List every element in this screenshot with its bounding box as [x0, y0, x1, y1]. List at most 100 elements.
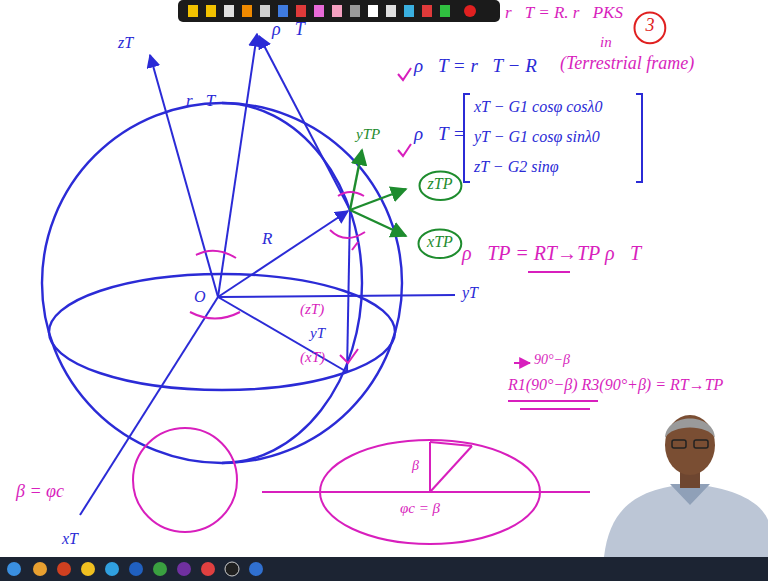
- taskbar-part: [0, 557, 768, 581]
- toolbar-part: [178, 0, 500, 22]
- toolbar-part: [296, 5, 306, 17]
- toolbar-part: [368, 5, 378, 17]
- axis-label: yTP: [356, 126, 380, 143]
- toolbar-part: [350, 5, 360, 17]
- origin-label: O: [194, 288, 206, 306]
- angle-marks-part: [352, 242, 358, 250]
- angle-marks: [190, 68, 411, 363]
- axes-part: [218, 211, 348, 297]
- taskbar-part: [57, 562, 71, 576]
- toolbar-part: [404, 5, 414, 17]
- local-axes-part: [350, 210, 406, 236]
- angle-marks-part: [330, 230, 365, 238]
- sphere: [42, 103, 402, 463]
- presenter-photo-part: [665, 419, 715, 439]
- toolbar-part: [386, 5, 396, 17]
- axes-part: [218, 297, 347, 372]
- sphere-part: [222, 103, 362, 463]
- taskbar-part: [7, 562, 21, 576]
- toolbar-part: [188, 5, 198, 17]
- axis-label: yT: [462, 284, 478, 302]
- angle-marks-part: [398, 68, 411, 80]
- taskbar-part: [33, 562, 47, 576]
- toolbar-part: [224, 5, 234, 17]
- taskbar-part: [225, 562, 239, 576]
- local-axes-part: [350, 150, 362, 210]
- circle-outline: [419, 230, 462, 259]
- vector-label: ρ⃗T: [272, 20, 305, 40]
- equation: ρ⃗TP = RT→TP ρ⃗T: [462, 242, 641, 264]
- matrix-row: yT − G1 cosφ sinλ0: [474, 128, 600, 146]
- annotation-strokes-part: [430, 442, 472, 446]
- note: (Terrestrial frame): [560, 54, 694, 74]
- angle-marks-part: [196, 251, 236, 258]
- matrix-row: zT − G2 sinφ: [474, 158, 559, 176]
- axes-part: [80, 297, 218, 515]
- toolbar-part: [332, 5, 342, 17]
- annotation-strokes-part: [520, 408, 590, 410]
- equation: ρ⃗T =: [414, 124, 466, 145]
- annotation-strokes-part: [133, 428, 237, 532]
- angle-marks-part: [398, 144, 411, 156]
- taskbar-part: [129, 562, 143, 576]
- axis-label: (zT): [300, 301, 324, 318]
- presenter-photo-part: [694, 440, 708, 448]
- presenter-photo-part: [665, 415, 715, 475]
- annotation-strokes-part: [429, 442, 431, 492]
- toolbar-part: [464, 5, 476, 17]
- taskbar-part: [105, 562, 119, 576]
- toolbar: [178, 0, 500, 22]
- toolbar-part: [206, 5, 216, 17]
- taskbar-part: [177, 562, 191, 576]
- axis-label: (xT): [300, 349, 325, 366]
- taskbar-part: [81, 562, 95, 576]
- matrix-brackets-part: [636, 94, 642, 182]
- toolbar-part: [242, 5, 252, 17]
- axis-label: yT: [310, 325, 325, 342]
- equation: r⃗T = R. r⃗PKS: [505, 4, 623, 23]
- annotation-strokes: [133, 272, 598, 544]
- circled-label: 3: [633, 11, 667, 45]
- axes-part: [218, 34, 257, 297]
- toolbar-part: [278, 5, 288, 17]
- toolbar-part: [440, 5, 450, 17]
- annotation-strokes-part: [528, 271, 570, 273]
- annotation-strokes-part: [508, 400, 598, 402]
- taskbar: [0, 557, 768, 581]
- presenter-photo: [604, 415, 768, 557]
- equation: ρ⃗T = r⃗T − R⃗: [414, 56, 552, 77]
- axis-label: zT: [118, 34, 133, 52]
- axes-part: [218, 295, 455, 297]
- annotation-strokes-part: [430, 446, 472, 492]
- axes-part: [150, 55, 218, 297]
- toolbar-part: [314, 5, 324, 17]
- angle-marks-part: [190, 312, 240, 319]
- circle-outline: [419, 172, 461, 201]
- toolbar-part: [260, 5, 270, 17]
- axis-label: xT: [62, 530, 78, 548]
- axes-part: [259, 36, 350, 210]
- circle-outline: [635, 13, 666, 44]
- taskbar-part: [249, 562, 263, 576]
- presenter-photo-part: [672, 440, 686, 448]
- axes-part: [347, 210, 350, 372]
- toolbar-part: [422, 5, 432, 17]
- angle-marks-part: [338, 192, 364, 196]
- circled-text: 3: [641, 16, 659, 36]
- angle-marks-part: [340, 349, 358, 363]
- vector-label: r⃗T: [186, 92, 215, 111]
- sphere-part: [42, 103, 402, 463]
- annotation-strokes-part: [262, 491, 590, 493]
- matrix-row: xT − G1 cosφ cosλ0: [474, 98, 603, 116]
- circled-text: xTP: [425, 233, 455, 251]
- angle-note: 90°−β: [534, 352, 570, 367]
- local-axes-part: [350, 189, 406, 210]
- circled-label: zTP: [418, 170, 463, 202]
- annotation-strokes-part: [514, 362, 530, 364]
- circled-text: zTP: [426, 175, 455, 193]
- taskbar-part: [201, 562, 215, 576]
- presenter-photo-part: [604, 484, 768, 557]
